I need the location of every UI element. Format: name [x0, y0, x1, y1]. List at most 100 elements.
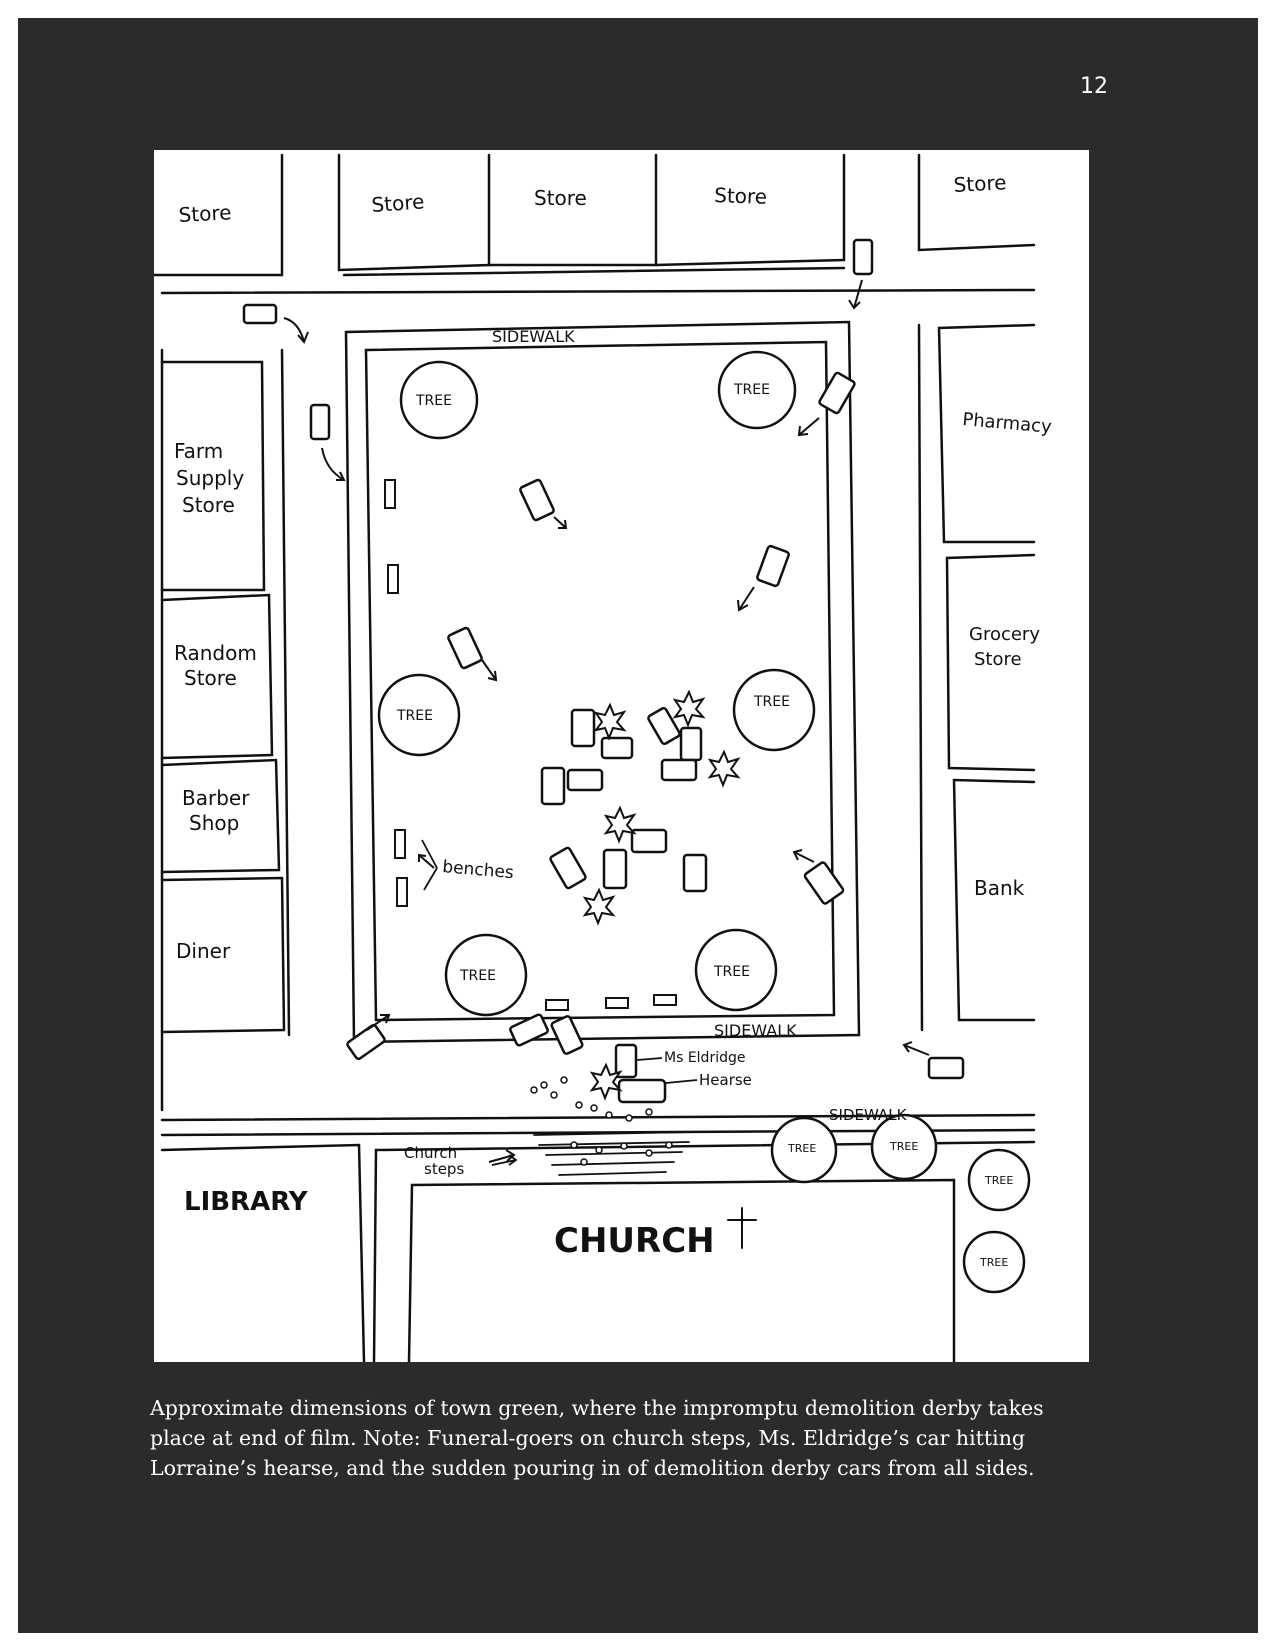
- tree-icon: [962, 1230, 1026, 1294]
- car-icon: [600, 736, 634, 760]
- explosion-icons: [582, 689, 741, 1101]
- car-icons: [242, 238, 965, 1104]
- hearse-pointer: [665, 1079, 698, 1084]
- ms-eldridge-pointer: [636, 1057, 663, 1061]
- map-drawing: Store Store Store Store Store Farm Suppl…: [154, 153, 1053, 1362]
- tree-label: TREE: [984, 1174, 1013, 1187]
- store-label: Store: [534, 186, 587, 210]
- car-icon: [617, 1078, 667, 1104]
- arrow-icon: [902, 1041, 930, 1056]
- grocery-store-label: Grocery: [969, 624, 1040, 645]
- bench-icon: [384, 479, 396, 509]
- random-store-building: [160, 593, 274, 760]
- farm-supply-label: Store: [182, 493, 235, 517]
- car-icon: [614, 1043, 638, 1079]
- arrow-icon: [792, 849, 815, 863]
- store-building-2: [337, 153, 491, 272]
- store-label: Store: [178, 200, 232, 227]
- library-label: LIBRARY: [184, 1187, 309, 1217]
- car-icon: [852, 238, 874, 276]
- car-icon: [927, 1056, 965, 1080]
- store-building-3: [487, 153, 658, 267]
- bench-icon: [545, 999, 569, 1011]
- car-icon: [309, 403, 331, 441]
- car-icon: [509, 1013, 549, 1047]
- library-building: [160, 1143, 366, 1362]
- store-label: Store: [371, 189, 425, 217]
- tree-icon: [870, 1113, 938, 1181]
- explosion-icon: [603, 805, 637, 844]
- hearse-label: Hearse: [699, 1071, 752, 1089]
- town-green-map: Store Store Store Store Store Farm Suppl…: [154, 150, 1089, 1362]
- arrow-icons: [283, 279, 930, 1163]
- benches-bracket: [421, 839, 438, 891]
- car-icon: [682, 853, 708, 893]
- explosion-icon: [582, 887, 616, 926]
- arrow-icon: [481, 659, 498, 682]
- sidewalk-label: SIDEWALK: [492, 327, 575, 346]
- funeral-goers: [530, 1076, 673, 1166]
- tree-label: TREE: [415, 393, 452, 409]
- pharmacy-building: [937, 323, 1036, 544]
- store-building-4: [654, 153, 846, 267]
- street-top-inner: [342, 266, 846, 277]
- green-sidewalk-outer: [344, 320, 861, 1044]
- benches-label: benches: [442, 857, 515, 883]
- sidewalk-label: SIDEWALK: [714, 1021, 797, 1040]
- bank-label: Bank: [974, 876, 1025, 900]
- tree-label: TREE: [733, 382, 770, 398]
- tree-label: TREE: [713, 964, 750, 980]
- farm-supply-label: Supply: [176, 466, 244, 490]
- car-icon: [630, 828, 668, 854]
- bench-icons: [384, 479, 677, 1011]
- car-icon: [602, 848, 628, 890]
- store-building-1: [154, 153, 284, 277]
- bench-icon: [396, 877, 408, 907]
- tree-icon: [377, 673, 461, 757]
- tree-icon: [717, 350, 797, 430]
- barber-shop-building: [160, 758, 281, 874]
- arrow-icon: [366, 1014, 391, 1031]
- grocery-store-label: Store: [974, 649, 1022, 670]
- street-top-edge: [160, 288, 1036, 295]
- farm-supply-label: Farm: [174, 439, 223, 463]
- car-icon: [447, 626, 483, 670]
- arrow-icon: [553, 516, 568, 529]
- bench-icon: [394, 829, 406, 859]
- sidewalk-label: SIDEWALK: [829, 1106, 908, 1124]
- arrow-icon: [797, 417, 820, 437]
- bench-icon: [605, 997, 629, 1009]
- tree-icon: [694, 928, 778, 1012]
- grocery-building: [945, 553, 1036, 772]
- tree-label: TREE: [787, 1142, 816, 1155]
- tree-icon: [444, 933, 528, 1017]
- church-label: CHURCH: [554, 1221, 715, 1261]
- explosion-icon: [589, 1062, 623, 1101]
- random-store-label: Store: [184, 666, 237, 690]
- car-icon: [679, 726, 703, 762]
- street-right-inner: [917, 323, 924, 1032]
- arrow-icon: [418, 853, 435, 869]
- store-label: Store: [953, 170, 1007, 197]
- arrow-icon: [321, 447, 346, 481]
- bench-icon: [653, 994, 677, 1006]
- car-icon: [346, 1023, 386, 1061]
- arrow-icon: [848, 279, 863, 310]
- tree-icon: [732, 668, 816, 752]
- cross-icon: [727, 1207, 757, 1249]
- car-icon: [803, 861, 845, 905]
- ms-eldridge-label: Ms Eldridge: [664, 1050, 745, 1066]
- bank-building: [952, 778, 1036, 1022]
- explosion-icon: [672, 689, 706, 728]
- car-icon: [570, 708, 596, 748]
- diner-building: [160, 876, 286, 1034]
- arrow-icon: [737, 586, 755, 612]
- page-number: 12: [1080, 74, 1108, 99]
- tree-label: TREE: [979, 1256, 1008, 1269]
- green-lawn-inner: [364, 340, 836, 1022]
- store-building-5: [917, 153, 1036, 252]
- car-icon: [647, 706, 681, 746]
- barber-shop-label: Barber: [182, 786, 250, 810]
- tree-label: TREE: [753, 694, 790, 710]
- church-steps-label: Church: [404, 1144, 457, 1162]
